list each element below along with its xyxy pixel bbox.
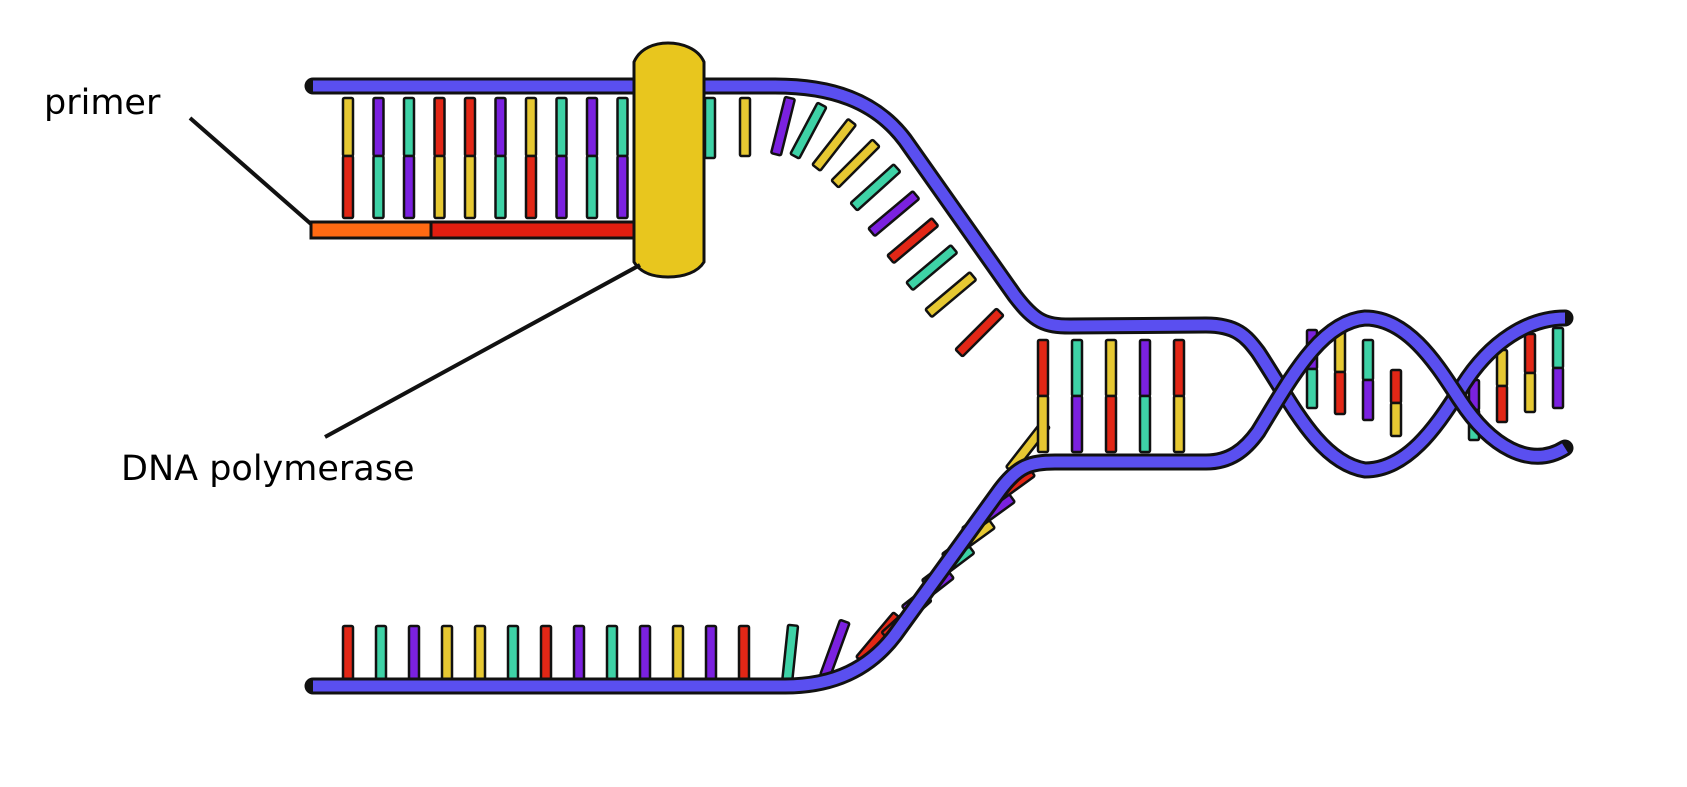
base-mid-upper <box>1038 340 1048 396</box>
base-top-lower <box>526 156 536 218</box>
base-top-upper <box>374 98 384 156</box>
base-top-upper <box>557 98 567 156</box>
base-mid-lower <box>1140 396 1150 452</box>
base-helix-lower <box>1363 380 1373 420</box>
base-top-lower <box>343 156 353 218</box>
base-helix-upper <box>1363 340 1373 380</box>
base-top-upper <box>343 98 353 156</box>
nucleotide-bases <box>343 97 1563 686</box>
base-bottom <box>475 626 485 686</box>
base-mid-lower <box>1174 396 1184 452</box>
base-helix-lower <box>1391 403 1401 436</box>
base-helix-upper <box>1525 334 1535 373</box>
base-helix-upper <box>1391 370 1401 403</box>
base-helix-upper <box>1553 328 1563 368</box>
base-helix-lower <box>1553 368 1563 408</box>
base-bottom <box>706 626 716 686</box>
base-top-upper <box>435 98 445 156</box>
base-top-upper <box>465 98 475 156</box>
dna-polymerase-enzyme-icon <box>634 43 704 277</box>
dna-polymerase-label: DNA polymerase <box>121 452 415 487</box>
base-mid-lower <box>1072 396 1082 452</box>
base-unpaired <box>740 98 750 156</box>
base-mid-upper <box>1140 340 1150 396</box>
base-top-lower <box>587 156 597 218</box>
template-strand-bottom <box>313 318 1565 686</box>
base-top-lower <box>557 156 567 218</box>
base-lower-arm <box>782 625 798 684</box>
new-strand-segment <box>431 222 656 238</box>
polymerase-leader-line <box>325 265 640 437</box>
base-mid-upper <box>1072 340 1082 396</box>
base-bottom <box>508 626 518 686</box>
base-mid-lower <box>1106 396 1116 452</box>
primer-segment <box>311 222 431 238</box>
base-bottom <box>541 626 551 686</box>
base-bottom <box>574 626 584 686</box>
base-top-lower <box>496 156 506 218</box>
base-bottom <box>607 626 617 686</box>
base-mid-upper <box>1174 340 1184 396</box>
base-helix-lower <box>1335 372 1345 414</box>
base-bottom <box>409 626 419 686</box>
base-top-lower <box>618 156 628 218</box>
base-upper-arm <box>955 308 1003 356</box>
base-helix-upper <box>1497 350 1507 386</box>
base-upper-arm <box>906 245 957 290</box>
base-helix-lower <box>1497 386 1507 422</box>
base-upper-arm <box>868 191 919 236</box>
base-upper-arm <box>851 164 901 210</box>
primer-label: primer <box>44 86 160 121</box>
base-unpaired <box>705 98 715 158</box>
base-top-lower <box>404 156 414 218</box>
base-bottom <box>376 626 386 686</box>
base-mid-upper <box>1106 340 1116 396</box>
base-helix-lower <box>1525 373 1535 412</box>
primer-and-new-strand <box>311 222 656 238</box>
base-top-upper <box>618 98 628 156</box>
base-top-upper <box>587 98 597 156</box>
base-bottom <box>739 626 749 686</box>
base-top-lower <box>374 156 384 218</box>
dna-polymerase <box>634 43 704 277</box>
base-top-upper <box>496 98 506 156</box>
base-mid-lower <box>1038 396 1048 452</box>
base-upper-arm <box>887 218 938 263</box>
base-top-upper <box>526 98 536 156</box>
base-upper-arm <box>925 272 976 317</box>
base-upper-arm <box>790 103 826 159</box>
base-bottom <box>640 626 650 686</box>
base-top-lower <box>465 156 475 218</box>
base-bottom <box>343 626 353 686</box>
base-bottom <box>442 626 452 686</box>
base-upper-arm <box>771 97 795 156</box>
base-bottom <box>673 626 683 686</box>
primer-leader-line <box>190 118 311 224</box>
base-top-upper <box>404 98 414 156</box>
base-top-lower <box>435 156 445 218</box>
base-helix-lower <box>1307 369 1317 408</box>
